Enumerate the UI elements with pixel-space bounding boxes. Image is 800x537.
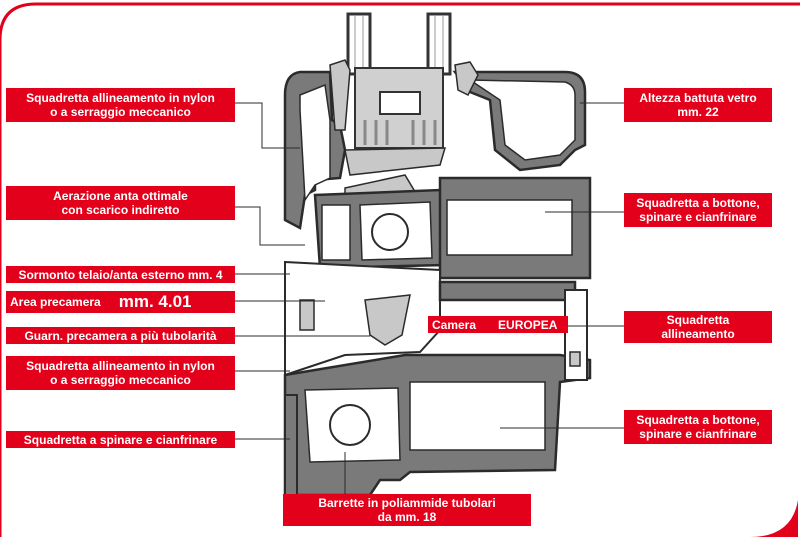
label-camera-text: Camera: [432, 317, 477, 332]
label-aerazione: Aerazione anta ottimale con scarico indi…: [6, 186, 235, 220]
label-squadretta-nylon-top-line2: o a serraggio meccanico: [50, 105, 191, 119]
left-jamb: [284, 394, 298, 496]
lower-thermal-core: [329, 404, 371, 446]
label-squadretta-bottone-bottom-line2: spinare e cianfrinare: [639, 427, 757, 441]
label-altezza-battuta-line1: Altezza battuta vetro: [639, 91, 757, 105]
label-altezza-battuta: Altezza battuta vetro mm. 22: [624, 88, 772, 122]
label-squadretta-bottone-bottom-line1: Squadretta a bottone,: [636, 413, 760, 427]
glass-unit: [354, 67, 444, 149]
label-aerazione-line1: Aerazione anta ottimale: [53, 189, 188, 203]
sash-right-inner: [467, 79, 576, 161]
label-squadretta-spinare: Squadretta a spinare e cianfrinare: [6, 431, 235, 448]
label-squadretta-allineamento-line2: allineamento: [661, 327, 735, 341]
label-squadretta-nylon-bottom-line2: o a serraggio meccanico: [50, 373, 191, 387]
label-squadretta-bottone-top-line2: spinare e cianfrinare: [639, 210, 757, 224]
leader-squadretta-nylon-top: [235, 102, 300, 149]
label-squadretta-nylon-bottom-line1: Squadretta allineamento in nylon: [26, 359, 215, 373]
label-squadretta-nylon-bottom: Squadretta allineamento in nylon o a ser…: [6, 356, 235, 390]
label-squadretta-nylon-top: Squadretta allineamento in nylon o a ser…: [6, 88, 235, 122]
label-guarnizione: Guarn. precamera a più tubolarità: [6, 327, 235, 344]
label-squadretta-spinare-text: Squadretta a spinare e cianfrinare: [23, 432, 218, 447]
label-guarnizione-text: Guarn. precamera a più tubolarità: [24, 328, 217, 343]
label-squadretta-bottone-bottom: Squadretta a bottone, spinare e cianfrin…: [624, 410, 772, 444]
label-squadretta-allineamento-line1: Squadretta: [666, 313, 730, 327]
label-area-precamera: Area precamera mm. 4.01: [6, 291, 235, 313]
label-barrette-line1: Barrette in poliammide tubolari: [318, 496, 496, 510]
upper-thermal-core: [371, 213, 409, 251]
precamera-gaskets: [299, 294, 411, 346]
label-squadretta-bottone-top: Squadretta a bottone, spinare e cianfrin…: [624, 193, 772, 227]
label-squadretta-nylon-top-line1: Squadretta allineamento in nylon: [26, 91, 215, 105]
label-area-precamera-text: Area precamera: [10, 295, 101, 309]
label-camera: Camera EUROPEA: [428, 316, 568, 333]
red-frame-corner: [750, 500, 798, 537]
leader-aerazione: [235, 206, 305, 246]
label-camera-value: EUROPEA: [498, 317, 558, 332]
label-sormonto: Sormonto telaio/anta esterno mm. 4: [6, 266, 235, 283]
glass-panes: [346, 12, 452, 76]
leader-lines: [235, 102, 625, 496]
label-altezza-battuta-line2: mm. 22: [677, 105, 719, 119]
sash-inner: [299, 83, 331, 203]
label-squadretta-bottone-top-line1: Squadretta a bottone,: [636, 196, 760, 210]
label-area-precamera-value: mm. 4.01: [118, 292, 192, 311]
label-barrette: Barrette in poliammide tubolari da mm. 1…: [283, 494, 531, 526]
label-aerazione-line2: con scarico indiretto: [61, 203, 180, 217]
label-sormonto-text: Sormonto telaio/anta esterno mm. 4: [18, 267, 223, 282]
label-squadretta-allineamento: Squadretta allineamento: [624, 311, 772, 343]
label-barrette-line2: da mm. 18: [377, 510, 437, 524]
